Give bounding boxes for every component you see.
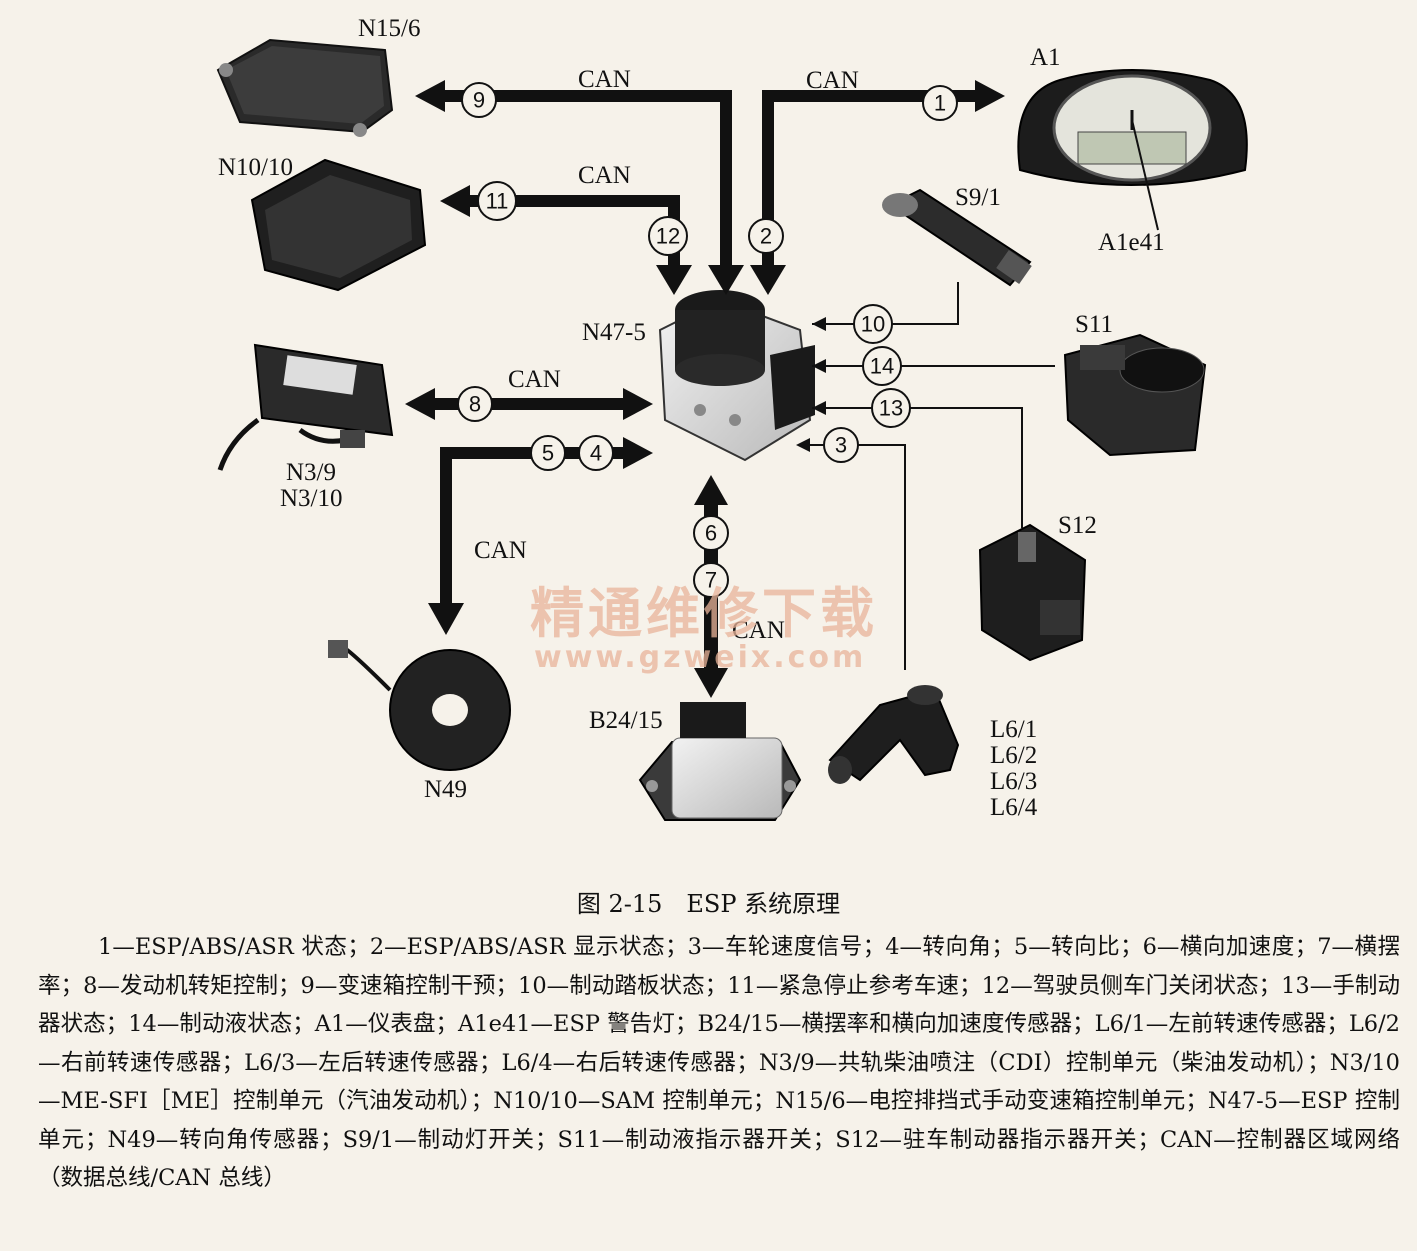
svg-text:10: 10 bbox=[861, 312, 885, 337]
arrow-11-head bbox=[440, 185, 470, 217]
arrow-4-head bbox=[623, 437, 653, 469]
esp-control-unit-image bbox=[658, 290, 815, 462]
figure-caption: 图 2-15 ESP 系统原理 bbox=[576, 890, 841, 918]
label-b24-15: B24/15 bbox=[589, 707, 663, 734]
arrow-7-down-head bbox=[694, 668, 728, 698]
arrow-12-head bbox=[656, 265, 692, 295]
svg-text:12: 12 bbox=[656, 224, 680, 249]
label-l6-3: L6/3 bbox=[990, 768, 1037, 795]
svg-text:6: 6 bbox=[705, 521, 717, 546]
badge-13: 13 bbox=[871, 388, 911, 428]
badge-12: 12 bbox=[648, 216, 688, 256]
line-a1e41 bbox=[1131, 119, 1159, 231]
watermark-url: www.gzweix.com bbox=[534, 640, 866, 675]
badge-4: 4 bbox=[578, 435, 614, 471]
arrow-2-head bbox=[750, 265, 786, 295]
line-parking-brake-switch bbox=[812, 407, 1023, 528]
svg-text:3: 3 bbox=[835, 433, 847, 458]
yaw-rate-sensor-image bbox=[638, 702, 802, 821]
badge-14: 14 bbox=[862, 346, 902, 386]
badge-3: 3 bbox=[823, 427, 859, 463]
badge-5: 5 bbox=[530, 435, 566, 471]
svg-text:4: 4 bbox=[590, 441, 602, 466]
label-n3-10: N3/10 bbox=[280, 485, 343, 512]
brake-light-switch-image bbox=[882, 188, 1032, 287]
wheel-speed-sensor-image bbox=[828, 685, 960, 784]
esp-system-diagram: 1 2 3 4 5 6 7 8 9 10 11 12 13 14 CAN CAN… bbox=[216, 15, 1248, 821]
label-a1e41: A1e41 bbox=[1098, 229, 1165, 256]
number-badges: 1 2 3 4 5 6 7 8 9 10 11 12 13 14 bbox=[457, 82, 958, 598]
thin-arrowheads bbox=[796, 317, 826, 452]
label-n49: N49 bbox=[424, 776, 467, 803]
arrow-8-right-head bbox=[623, 388, 653, 420]
arrow-8-left-head bbox=[405, 388, 435, 420]
sam-control-unit-image bbox=[250, 158, 427, 292]
svg-text:11: 11 bbox=[486, 189, 509, 214]
label-l6-4: L6/4 bbox=[990, 794, 1038, 821]
watermark-title: 精通维修下载 bbox=[530, 582, 878, 645]
can-label-b24: CAN bbox=[732, 617, 785, 644]
instrument-cluster-image bbox=[1017, 69, 1248, 186]
badge-9: 9 bbox=[461, 82, 497, 118]
arrow-n49-head bbox=[428, 603, 464, 635]
engine-control-unit-image bbox=[217, 343, 394, 471]
label-n3-9: N3/9 bbox=[286, 459, 336, 486]
arrow-12-down-head bbox=[708, 265, 744, 295]
label-l6-1: L6/1 bbox=[990, 716, 1037, 743]
can-label-8: CAN bbox=[508, 366, 561, 393]
label-l6-2: L6/2 bbox=[990, 742, 1037, 769]
steering-angle-sensor-image bbox=[328, 640, 511, 771]
label-n10-10: N10/10 bbox=[218, 154, 293, 181]
label-n47-5: N47-5 bbox=[582, 319, 646, 346]
label-s12: S12 bbox=[1058, 512, 1097, 539]
svg-text:5: 5 bbox=[542, 441, 554, 466]
component-labels: N15/6 A1 N10/10 S9/1 A1e41 N47-5 S11 N3/… bbox=[218, 15, 1165, 821]
badge-1: 1 bbox=[922, 85, 958, 121]
can-labels: CAN CAN CAN CAN CAN CAN bbox=[474, 66, 859, 644]
badge-10: 10 bbox=[853, 304, 893, 344]
label-s9-1: S9/1 bbox=[955, 184, 1001, 211]
badge-6: 6 bbox=[693, 515, 729, 551]
can-label-11: CAN bbox=[578, 162, 631, 189]
svg-text:7: 7 bbox=[705, 568, 717, 593]
arrow-6-up-head bbox=[694, 475, 728, 505]
figure-legend: 1—ESP/ABS/ASR 状态；2—ESP/ABS/ASR 显示状态；3—车轮… bbox=[38, 934, 1400, 1191]
label-a1: A1 bbox=[1030, 44, 1061, 71]
svg-text:1: 1 bbox=[934, 91, 946, 116]
label-n15-6: N15/6 bbox=[358, 15, 421, 42]
watermark: 精通维修下载 www.gzweix.com bbox=[530, 582, 878, 675]
svg-text:13: 13 bbox=[879, 396, 903, 421]
svg-text:2: 2 bbox=[760, 224, 772, 249]
can-label-9: CAN bbox=[578, 66, 631, 93]
brake-fluid-switch-image bbox=[1063, 333, 1207, 457]
badge-8: 8 bbox=[457, 386, 493, 422]
svg-text:9: 9 bbox=[473, 88, 485, 113]
badge-2: 2 bbox=[748, 218, 784, 254]
svg-text:14: 14 bbox=[870, 354, 894, 379]
parking-brake-switch-image bbox=[978, 523, 1087, 662]
svg-text:8: 8 bbox=[469, 392, 481, 417]
badge-7: 7 bbox=[693, 562, 729, 598]
transmission-control-unit-image bbox=[216, 38, 394, 137]
can-label-n49: CAN bbox=[474, 537, 527, 564]
label-s11: S11 bbox=[1075, 311, 1113, 338]
badge-11: 11 bbox=[477, 181, 517, 221]
arrow-1-head bbox=[975, 80, 1005, 112]
can-label-1: CAN bbox=[806, 67, 859, 94]
arrow-9-head bbox=[415, 80, 445, 112]
